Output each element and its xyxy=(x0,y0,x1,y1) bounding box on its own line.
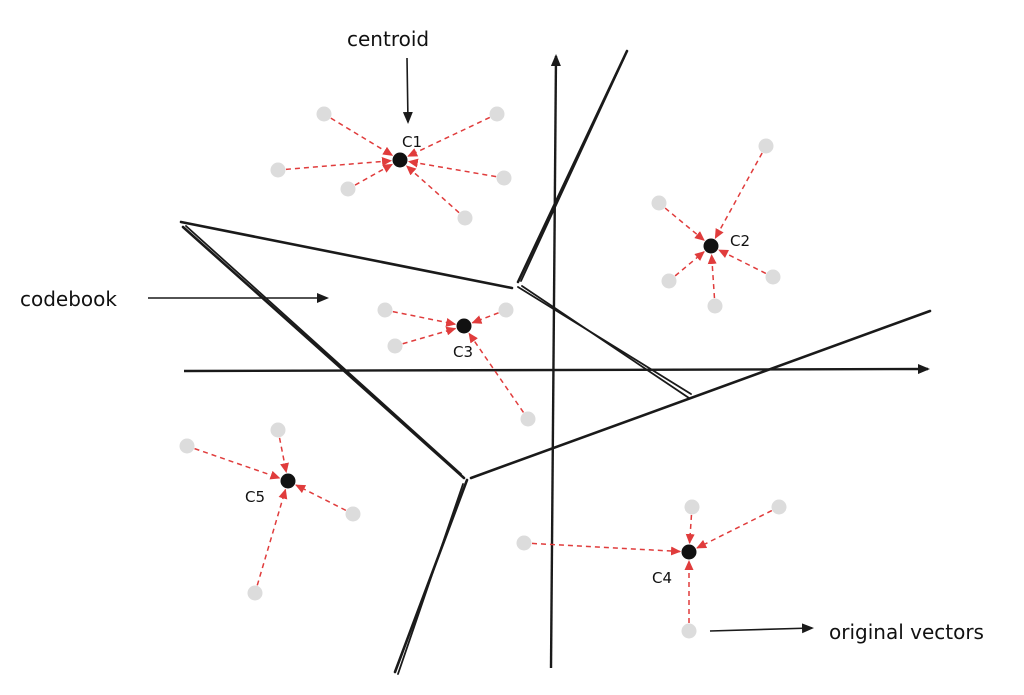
original-vector-point xyxy=(661,273,677,289)
original-vector-point xyxy=(684,499,700,515)
assignment-arrow xyxy=(405,165,460,214)
original-vector-point xyxy=(496,170,512,186)
centroid-label: C1 xyxy=(402,133,422,151)
assignment-arrow xyxy=(330,117,394,156)
assignment-arrow xyxy=(285,156,393,171)
original-vectors-annotation: original vectors xyxy=(829,620,984,644)
original-vector-point xyxy=(765,269,781,285)
original-vector-point xyxy=(247,585,263,601)
original-vector-point xyxy=(771,499,787,515)
assignment-arrow xyxy=(707,253,717,299)
assignment-arrow xyxy=(696,509,773,549)
original-vector-point xyxy=(340,181,356,197)
centroid-annotation: centroid xyxy=(347,27,429,51)
original-vectors xyxy=(179,106,787,639)
assignment-arrow xyxy=(278,437,289,474)
voronoi-edge xyxy=(521,285,690,399)
centroid-point xyxy=(456,318,472,334)
original-vector-point xyxy=(270,422,286,438)
assignment-arrow xyxy=(714,152,763,239)
centroid-label: C5 xyxy=(245,488,265,506)
original-vector-point xyxy=(498,302,514,318)
assignment-arrow xyxy=(718,249,767,275)
original-vectors-pointer-arrow xyxy=(709,623,814,634)
voronoi-edge xyxy=(520,57,625,282)
assignment-arrow xyxy=(407,116,491,157)
original-vector-point xyxy=(387,338,403,354)
centroid-pointer-arrow xyxy=(402,57,413,124)
voronoi-edge xyxy=(469,309,932,480)
original-vector-point xyxy=(345,506,361,522)
centroid-point xyxy=(681,544,697,560)
original-vector-point xyxy=(179,438,195,454)
original-vector-point xyxy=(707,298,723,314)
codebook-annotation: codebook xyxy=(20,287,117,311)
original-vector-point xyxy=(520,411,536,427)
assignment-arrow xyxy=(407,158,497,178)
centroid-point xyxy=(703,238,719,254)
voronoi-edge xyxy=(179,220,514,290)
assignment-arrow xyxy=(194,447,281,480)
original-vector-point xyxy=(457,210,473,226)
centroid-label: C4 xyxy=(652,569,672,587)
voronoi-edge xyxy=(185,225,462,475)
assignment-arrow xyxy=(468,332,525,413)
assignment-arrow xyxy=(664,207,705,241)
assignment-arrow xyxy=(674,251,705,277)
centroid-point xyxy=(392,152,408,168)
voronoi-edge xyxy=(397,483,464,675)
x-axis xyxy=(183,364,930,375)
voronoi-edges xyxy=(179,49,932,675)
original-vector-point xyxy=(270,162,286,178)
assignment-arrow xyxy=(295,484,347,512)
centroid-point xyxy=(280,473,296,489)
assignment-arrow xyxy=(392,310,457,327)
assignment-arrow xyxy=(402,326,457,345)
original-vector-point xyxy=(316,106,332,122)
assignment-arrow xyxy=(685,514,695,545)
assignment-arrow xyxy=(256,488,288,586)
original-vector-point xyxy=(516,535,532,551)
assignment-arrow xyxy=(354,163,394,186)
original-vector-point xyxy=(681,623,697,639)
assignment-arrow xyxy=(471,312,499,324)
centroid-label: C2 xyxy=(730,232,750,250)
voronoi-edge xyxy=(181,225,466,480)
original-vector-point xyxy=(651,195,667,211)
original-vector-point xyxy=(489,106,505,122)
assignment-arrows xyxy=(194,116,773,623)
y-axis xyxy=(549,54,561,669)
original-vector-point xyxy=(377,302,393,318)
original-vector-point xyxy=(758,138,774,154)
centroid-label: C3 xyxy=(453,343,473,361)
assignment-arrow xyxy=(531,542,682,556)
